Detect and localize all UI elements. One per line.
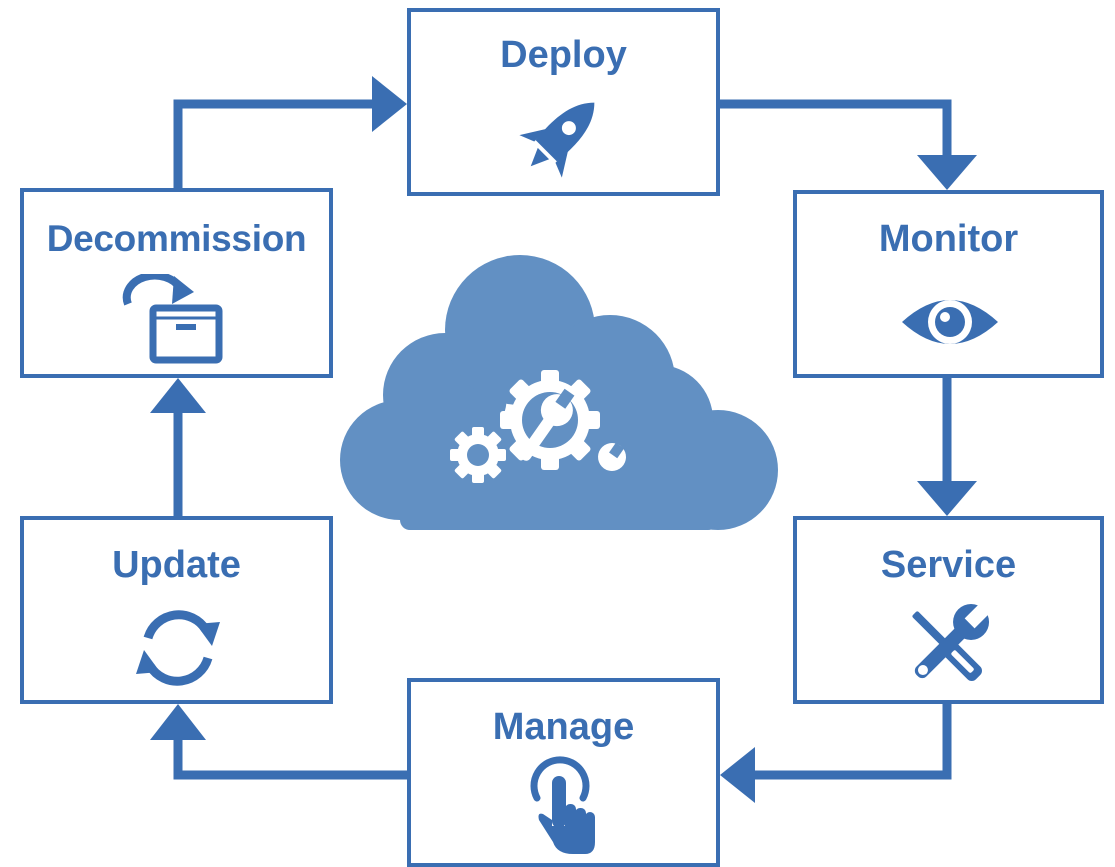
arrowhead-update xyxy=(150,704,206,740)
arrow-deploy-to-monitor xyxy=(720,99,952,158)
stage-service: Service xyxy=(793,516,1104,704)
arrowhead-manage xyxy=(720,747,755,803)
archive-box-icon xyxy=(122,274,223,364)
stage-manage: Manage xyxy=(407,678,720,867)
stage-label: Manage xyxy=(492,706,635,748)
arrow-decommission-to-deploy xyxy=(173,99,375,188)
wrench-screwdriver-icon xyxy=(912,601,992,681)
stage-label: Update xyxy=(112,544,241,586)
cloud-gears-wrench-icon xyxy=(340,255,778,530)
arrow-manage-to-update xyxy=(173,737,407,780)
stage-deploy: Deploy xyxy=(407,8,720,196)
arrowhead-deploy xyxy=(372,76,407,132)
stage-decommission: Decommission xyxy=(20,188,333,378)
stage-label: Decommission xyxy=(46,218,307,259)
rocket-icon xyxy=(519,102,595,178)
refresh-cycle-icon xyxy=(136,610,220,686)
stage-label: Monitor xyxy=(878,218,1019,260)
arrow-service-to-manage xyxy=(752,704,952,780)
hand-pointer-icon xyxy=(530,756,595,854)
eye-icon xyxy=(902,300,998,344)
arrowhead-monitor xyxy=(917,155,977,190)
arrowhead-decommission xyxy=(150,378,206,413)
stage-update: Update xyxy=(20,516,333,704)
stage-label: Service xyxy=(880,544,1017,586)
stage-monitor: Monitor xyxy=(793,190,1104,378)
stage-label: Deploy xyxy=(500,34,627,76)
arrowhead-service xyxy=(917,481,977,516)
